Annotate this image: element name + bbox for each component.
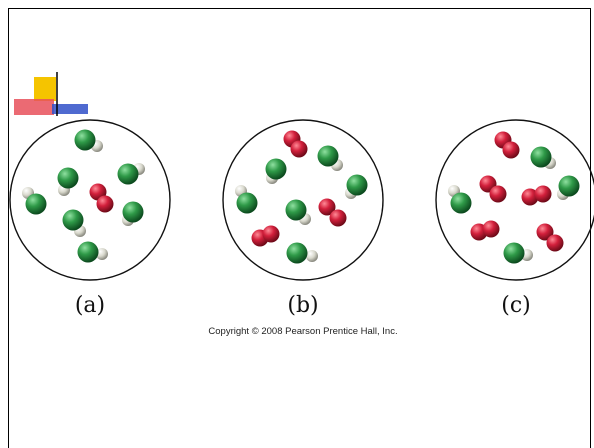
panel-c-container: [435, 119, 594, 281]
panel-a-green-white-molecule: [62, 209, 86, 237]
panel-a-green-white-molecule: [22, 187, 47, 215]
panel-a-container: [9, 119, 171, 281]
panel-b-container: [222, 119, 384, 281]
panel-a-green-white-molecule: [77, 241, 108, 263]
slide-logo-decoration: [14, 72, 88, 116]
panel-b-red-red-molecule: [283, 130, 308, 158]
panel-a-red-red-molecule: [89, 183, 114, 213]
panel-c-red-red-molecule: [536, 223, 564, 252]
panel-a-green-white-molecule: [122, 201, 144, 226]
panel-c-label: (c): [501, 293, 531, 318]
copyright-notice: Copyright © 2008 Pearson Prentice Hall, …: [208, 326, 398, 337]
molecules-layer: [22, 129, 580, 264]
panel-b-label: (b): [287, 293, 319, 318]
panel-a-green-white-molecule: [57, 167, 79, 196]
panel-c-red-red-molecule: [470, 220, 500, 241]
panel-c-red-red-molecule: [494, 131, 520, 159]
panel-c-red-red-molecule: [479, 175, 507, 203]
panel-b-green-white-molecule: [286, 242, 318, 264]
panel-b-green-white-molecule: [317, 145, 343, 171]
panel-b-red-red-molecule: [318, 198, 347, 227]
panel-c-green-white-molecule: [557, 175, 580, 200]
panel-c-green-white-molecule: [503, 242, 533, 264]
panel-b-green-white-molecule: [265, 158, 287, 184]
panel-a-green-white-molecule: [117, 163, 145, 185]
panel-c-red-red-molecule: [521, 185, 552, 206]
panel-c-green-white-molecule: [448, 185, 472, 214]
panel-b-red-red-molecule: [251, 225, 280, 247]
panel-b-green-white-molecule: [285, 199, 311, 225]
panel-b-green-white-molecule: [235, 185, 258, 214]
panel-b-green-white-molecule: [345, 174, 368, 199]
panel-a-green-white-molecule: [74, 129, 103, 152]
panel-a-label: (a): [74, 293, 106, 318]
panel-c-green-white-molecule: [530, 146, 556, 169]
